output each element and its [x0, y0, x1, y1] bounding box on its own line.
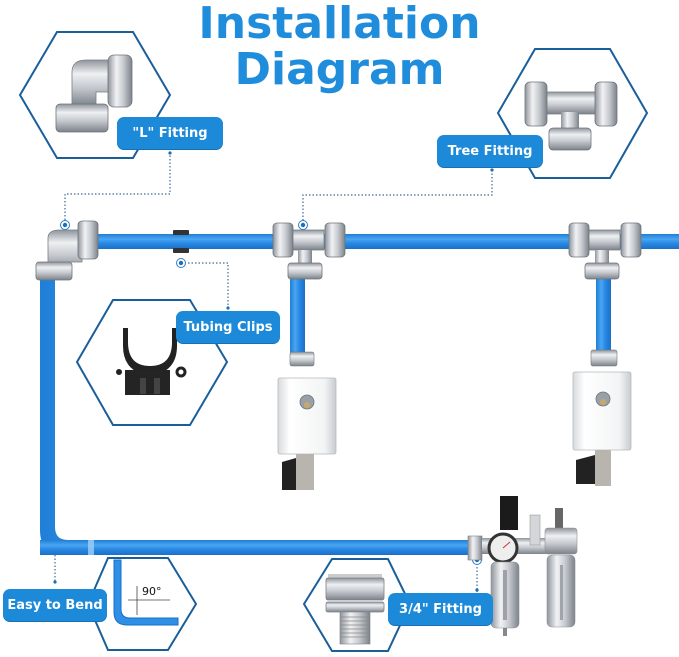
drop-pipe-1 [290, 276, 305, 354]
hex-frame-tubing-clips [75, 299, 229, 426]
l-fitting-label: "L" Fitting [117, 117, 223, 149]
bent-pipe-inset [113, 559, 179, 626]
tee-fitting-product [524, 81, 618, 151]
hex-frame-l-fitting [18, 31, 172, 159]
tee-fitting-2 [568, 222, 642, 280]
drop-pipe-2 [596, 276, 611, 354]
main-pipe [90, 234, 679, 249]
outlet-block-2 [572, 349, 632, 486]
threaded-fitting-product [325, 574, 385, 645]
title-line-2: Diagram [234, 44, 445, 95]
tee-fitting-1 [272, 222, 346, 280]
hex-frame-three-quarter [302, 558, 412, 652]
angle-label: 90° [142, 585, 162, 598]
tree-fitting-label: Tree Fitting [437, 135, 543, 167]
tubing-clip-product [116, 328, 187, 395]
air-filter-regulator [467, 496, 578, 636]
outlet-block-1 [277, 351, 337, 490]
connector-lines [54, 152, 493, 592]
elbow-fitting-product [55, 54, 133, 133]
elbow-fitting [35, 220, 99, 281]
hex-frame-tree-fitting [496, 48, 649, 179]
three-quarter-fitting-label: 3/4" Fitting [388, 593, 493, 625]
bottom-pipe-marker [88, 540, 94, 555]
easy-to-bend-label: Easy to Bend [3, 589, 107, 621]
pipe-clip [173, 230, 189, 253]
title-line-1: Installation [198, 0, 481, 49]
tubing-clips-label: Tubing Clips [176, 311, 280, 343]
bottom-pipe [40, 540, 470, 555]
